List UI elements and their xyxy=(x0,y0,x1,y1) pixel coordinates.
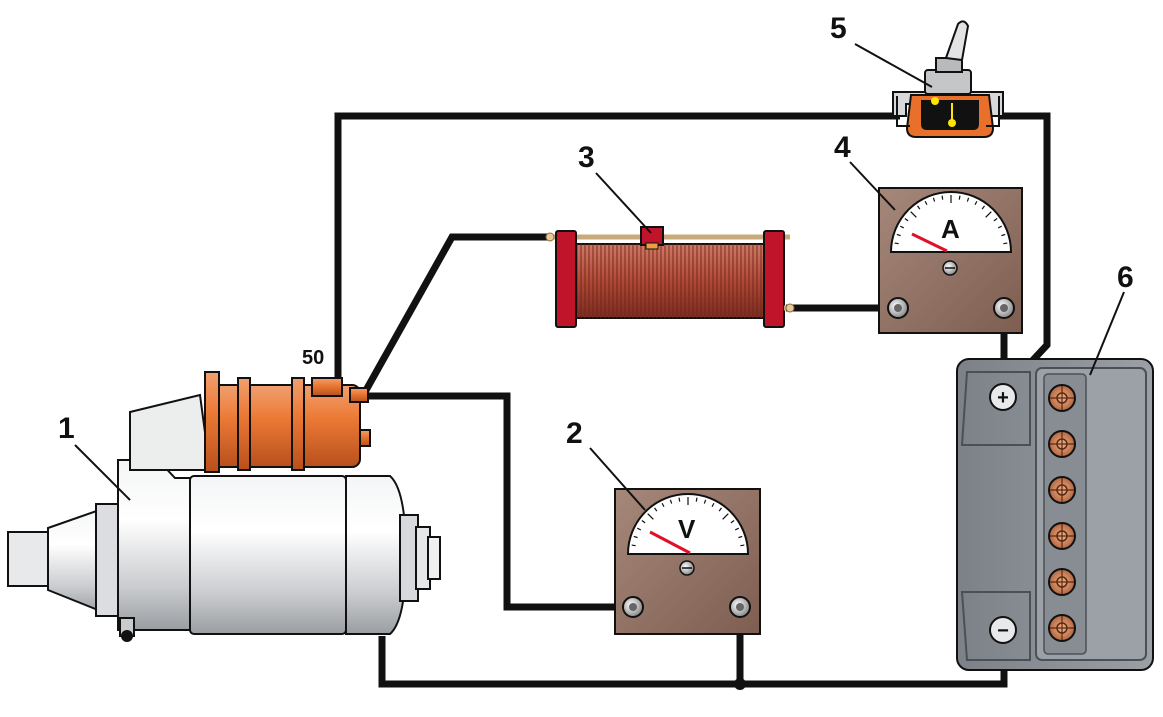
scale-tick xyxy=(678,497,681,502)
scale-tick xyxy=(924,200,928,206)
scale-tick xyxy=(711,502,715,508)
wire-starter-to-voltmeter xyxy=(365,392,633,611)
scale-tick xyxy=(896,233,901,237)
scale-tick xyxy=(647,513,654,520)
scale-tick xyxy=(1001,233,1006,237)
scale-tick xyxy=(633,535,638,539)
scale-tick xyxy=(932,197,936,202)
battery-cell-cap xyxy=(1048,522,1076,550)
scale-tick xyxy=(661,502,665,508)
label-terminal-50: 50 xyxy=(302,347,324,369)
battery-positive-terminal[interactable]: + xyxy=(989,383,1017,411)
scale-tick xyxy=(654,507,658,512)
scale-tick xyxy=(966,197,970,202)
scale-tick xyxy=(941,195,944,200)
battery-cell-cap xyxy=(1048,476,1076,504)
scale-tick xyxy=(631,544,636,547)
scale-tick xyxy=(981,205,985,210)
wire-starter-to-rheostat xyxy=(361,233,552,394)
scale-tick xyxy=(669,499,673,504)
label-battery: 6 xyxy=(1117,261,1134,294)
toggle-switch[interactable] xyxy=(892,20,1004,138)
battery-cell-cap xyxy=(1048,384,1076,412)
label-voltmeter: 2 xyxy=(566,417,583,450)
scale-tick xyxy=(899,225,905,229)
voltmeter-terminal-left[interactable] xyxy=(622,596,644,618)
voltmeter-terminal-right[interactable] xyxy=(729,596,751,618)
scale-tick xyxy=(703,499,707,504)
battery: + − xyxy=(956,358,1154,671)
scale-tick xyxy=(917,205,921,210)
wire-junction xyxy=(734,678,746,690)
ammeter-symbol: A xyxy=(941,214,960,244)
ammeter-needle xyxy=(911,232,948,253)
ammeter: A xyxy=(878,187,1023,334)
scale-tick xyxy=(894,242,899,245)
solenoid-relay xyxy=(204,371,371,473)
scale-tick xyxy=(985,211,992,218)
leader-lines xyxy=(74,43,1125,511)
rheostat-slider[interactable] xyxy=(640,226,664,250)
ammeter-terminal-right[interactable] xyxy=(993,297,1015,319)
scale-tick xyxy=(636,527,642,531)
scale-tick xyxy=(722,513,729,520)
rheostat xyxy=(545,226,795,328)
scale-tick xyxy=(993,218,998,222)
voltmeter-symbol: V xyxy=(678,514,696,544)
scale-tick xyxy=(641,520,646,524)
negative-sign: − xyxy=(997,620,1009,642)
scale-tick xyxy=(997,225,1003,229)
battery-negative-terminal[interactable]: − xyxy=(989,616,1017,644)
scale-tick xyxy=(738,535,743,539)
starter-motor xyxy=(7,371,441,642)
wire-ground-return xyxy=(378,636,1008,688)
scale-tick xyxy=(734,527,740,531)
positive-sign: + xyxy=(997,387,1009,409)
scale-tick xyxy=(730,520,735,524)
wires xyxy=(334,112,1051,688)
voltmeter: V xyxy=(614,488,761,635)
label-starter: 1 xyxy=(58,412,75,445)
scale-tick xyxy=(1003,242,1008,245)
scale-tick xyxy=(958,195,961,200)
battery-cell-cap xyxy=(1048,568,1076,596)
battery-cell-cap xyxy=(1048,430,1076,458)
battery-cell-cap xyxy=(1048,614,1076,642)
wire-switch-to-terminal-50 xyxy=(334,112,900,385)
voltmeter-needle xyxy=(649,530,691,555)
scale-tick xyxy=(740,544,745,547)
scale-tick xyxy=(695,497,698,502)
ammeter-terminal-left[interactable] xyxy=(887,297,909,319)
label-ammeter: 4 xyxy=(834,131,851,164)
label-switch: 5 xyxy=(830,12,847,45)
label-rheostat: 3 xyxy=(578,141,595,174)
scale-tick xyxy=(910,211,917,218)
scale-tick xyxy=(718,507,722,512)
scale-tick xyxy=(904,218,909,222)
scale-tick xyxy=(974,200,978,206)
